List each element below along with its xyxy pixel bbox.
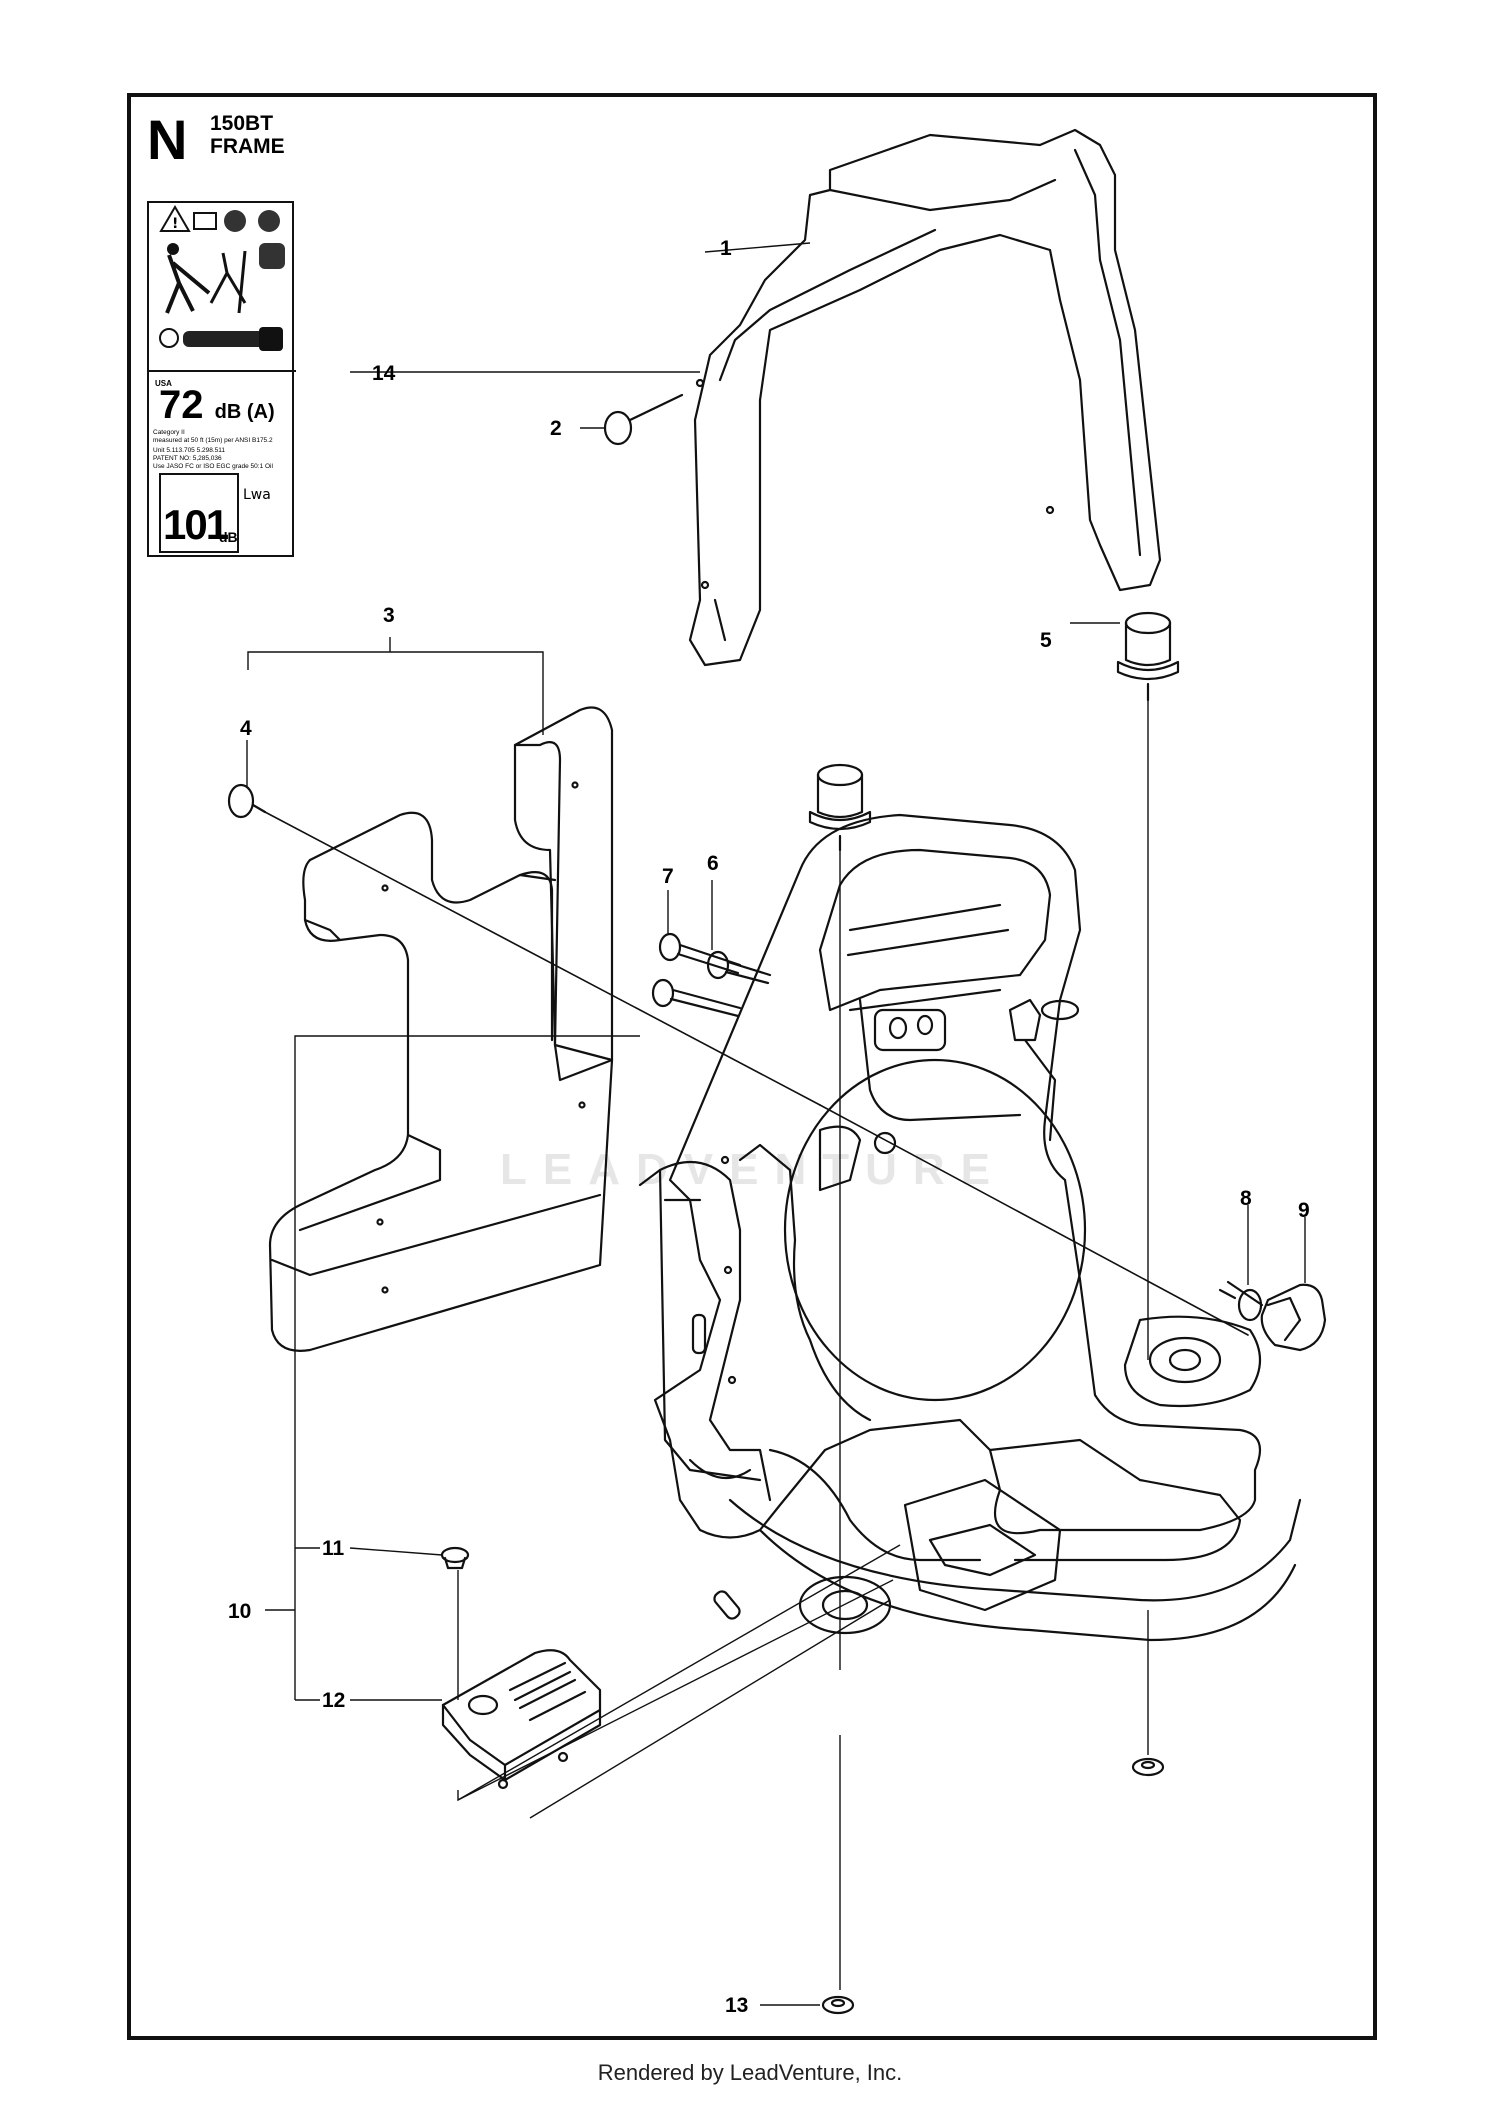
footer-credit: Rendered by LeadVenture, Inc. — [597, 2060, 903, 2085]
callout-2: 2 — [550, 417, 562, 440]
decal-line-5: Use JASO FC or ISO EGC grade 50:1 Oil — [153, 463, 273, 470]
part-12-foot-plate — [441, 1649, 602, 1790]
assembly-name: FRAME — [210, 135, 285, 159]
part-9-knob — [1226, 1280, 1327, 1352]
part-4-clip — [227, 783, 267, 819]
part-13-foot — [821, 1757, 1165, 2015]
callout-7: 7 — [662, 865, 674, 888]
decal-line-2: measured at 50 ft (15m) per ANSI B175.2 — [153, 437, 273, 444]
callout-5: 5 — [1040, 629, 1052, 652]
section-letter: N — [147, 108, 188, 171]
svg-text:!: ! — [172, 216, 178, 232]
part-3-back-pad — [268, 706, 614, 1352]
decal-line-3: Unit 5.113.705 5.298.511 — [153, 447, 226, 454]
decal-line-1: Category II — [153, 429, 185, 436]
warning-decal: ! USA 72 dB (A) Category II measured at … — [147, 201, 296, 557]
gloves-icon — [259, 243, 285, 269]
model-title: 150BT FRAME — [210, 112, 285, 158]
leader-lines — [246, 242, 1306, 2006]
decal-line-4: PATENT NO: 5,285,036 — [153, 455, 222, 462]
part-8-washer — [1218, 1288, 1263, 1322]
callout-9: 9 — [1298, 1199, 1310, 1222]
decal-pictograms: ! — [149, 205, 296, 372]
eye-protection-icon — [224, 210, 246, 232]
model-number: 150BT — [210, 112, 274, 135]
callout-4: 4 — [240, 717, 252, 740]
blower-tube-icon — [183, 331, 273, 347]
part-8-leader — [819, 1104, 1249, 1336]
part-4-leader — [264, 811, 821, 1106]
callout-8: 8 — [1240, 1187, 1252, 1210]
manual-icon — [193, 212, 217, 230]
decal-region: USA — [155, 379, 172, 388]
callout-6: 6 — [707, 852, 719, 875]
diagram-frame — [127, 93, 1377, 2040]
callout-10: 10 — [228, 1600, 251, 1623]
part-2-pin — [603, 393, 684, 446]
callout-11: 11 — [322, 1537, 345, 1560]
part-5-grommet — [1116, 611, 1180, 702]
callout-1: 1 — [720, 237, 732, 260]
callout-14: 14 — [372, 362, 396, 385]
decal-sound-level: 72 dB (A) — [159, 383, 275, 427]
callout-3: 3 — [383, 604, 395, 627]
no-bystander-icon — [159, 328, 179, 348]
main-frame — [638, 813, 1302, 1642]
callout-12: 12 — [322, 1689, 345, 1712]
ear-protection-icon — [258, 210, 280, 232]
part-5-grommet-2 — [808, 763, 872, 852]
callout-13: 13 — [725, 1994, 748, 2017]
callout-numbers: 1 2 3 4 5 6 7 8 9 10 11 12 13 14 — [228, 237, 1310, 2017]
part-1-frame-bracket — [688, 128, 1162, 667]
warning-triangle-icon — [159, 205, 191, 232]
part-7-screw — [651, 932, 742, 1018]
operator-figure-icon — [167, 243, 179, 255]
part-11-rivet — [440, 1546, 470, 1570]
svg-text:Lwa: Lwa — [243, 487, 271, 503]
decal-lwa-icon: Lwa — [243, 487, 271, 503]
tree-icon — [209, 250, 247, 314]
